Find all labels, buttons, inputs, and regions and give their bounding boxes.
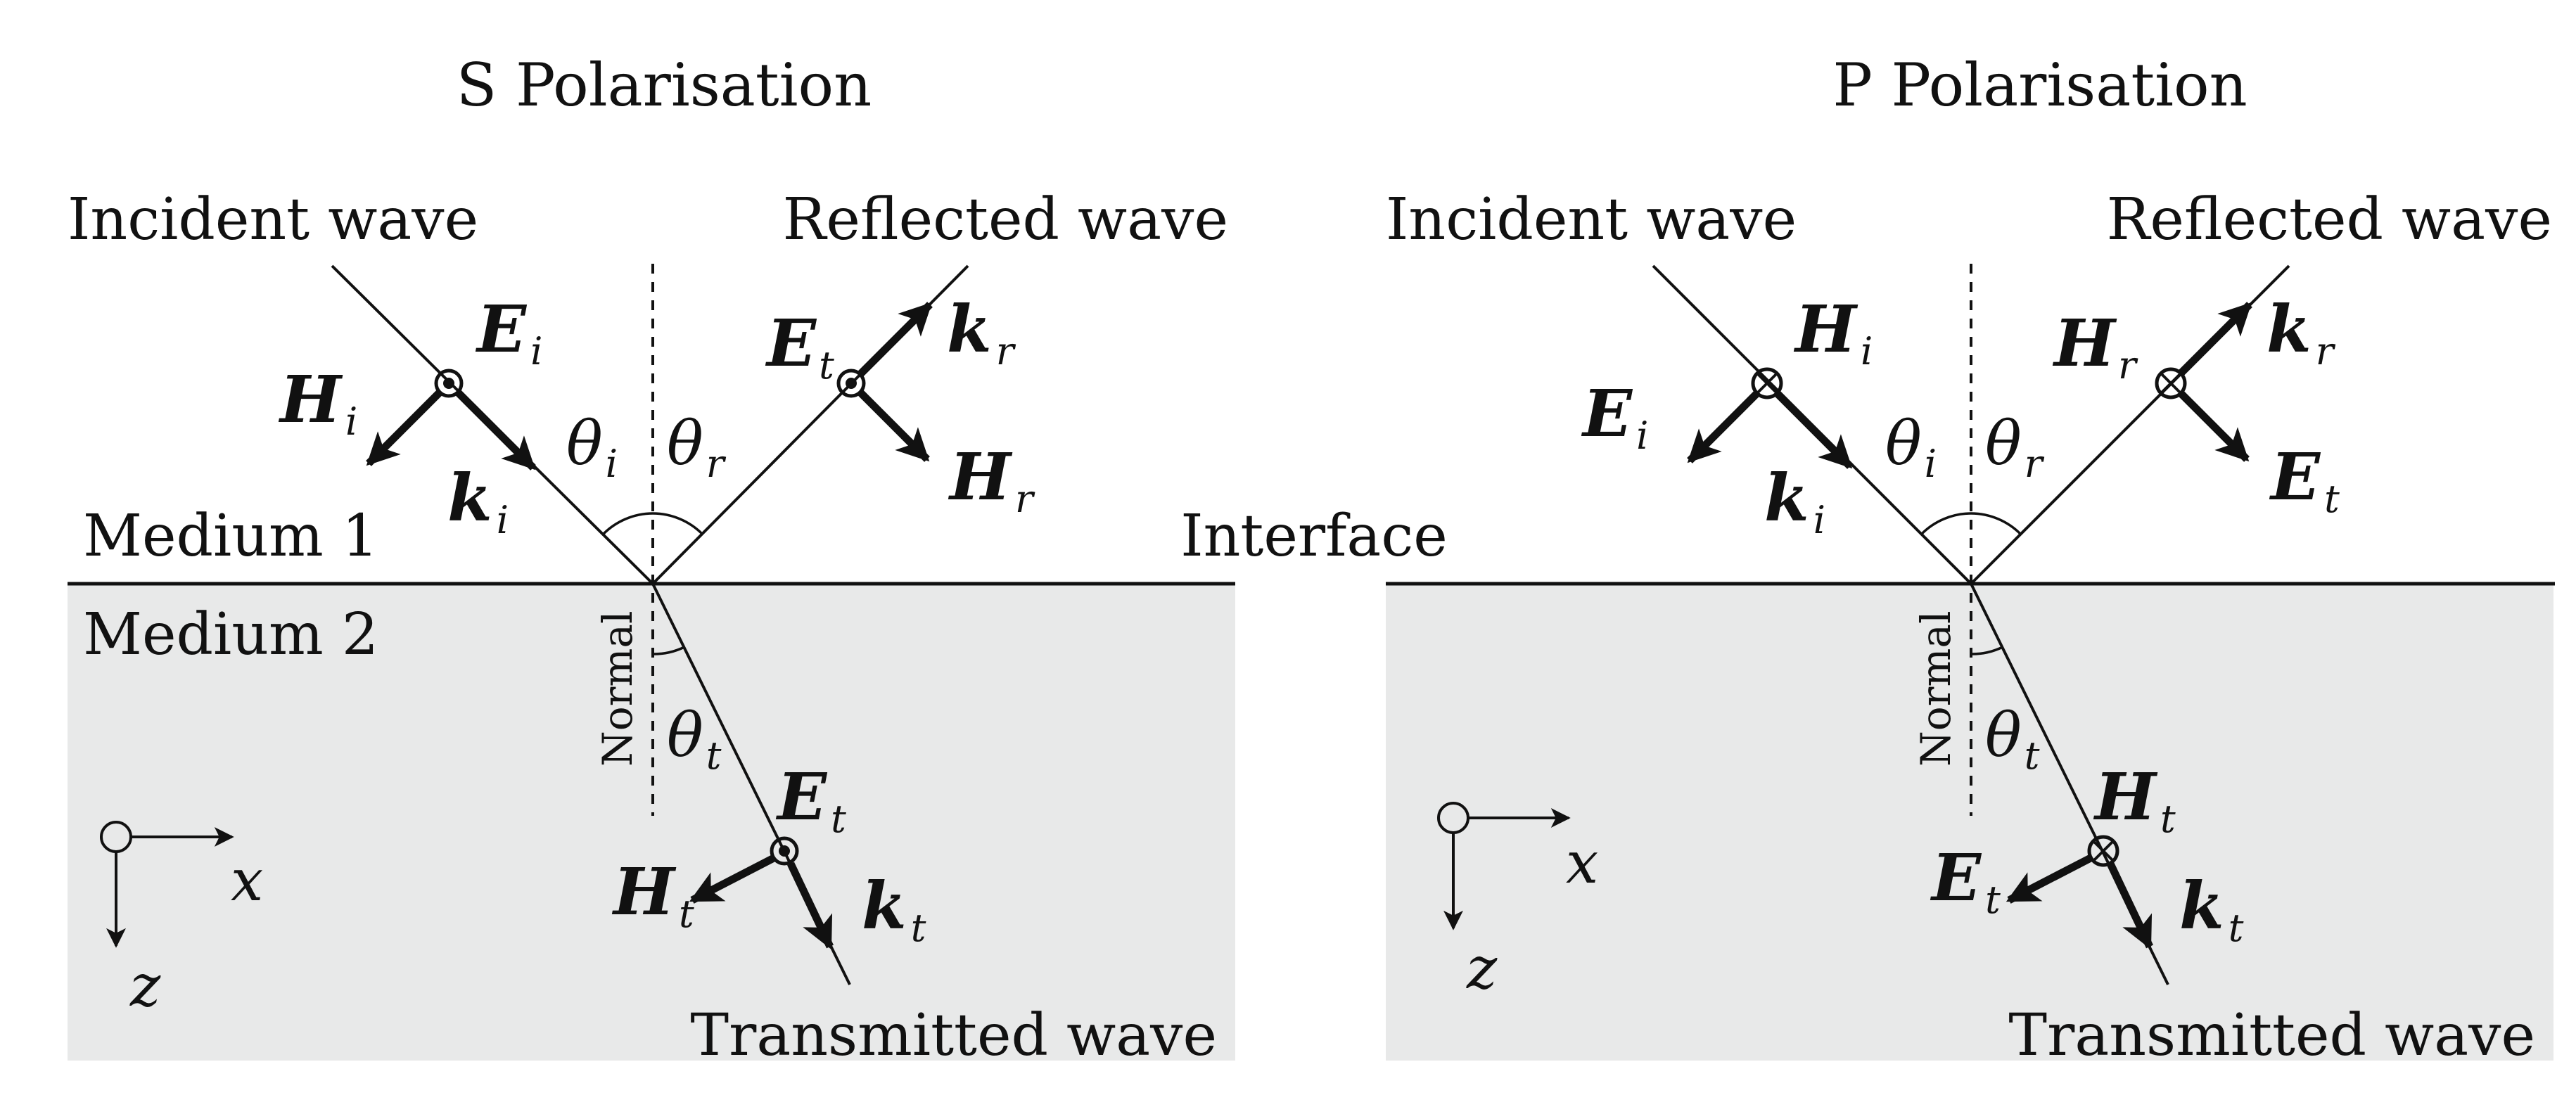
s-incident-dot-symbol xyxy=(434,369,464,398)
p-theta-t-label: θt xyxy=(1985,700,2040,778)
p-transmitted-side-arrow xyxy=(2006,854,2093,904)
s-theta-r-arc xyxy=(652,512,704,536)
s-incident-k-arrow xyxy=(454,389,536,470)
s-reflected-side-arrow xyxy=(857,389,930,462)
p-reflected-label: Reflected wave xyxy=(2107,186,2552,253)
s-transmitted-dot-symbol xyxy=(770,836,799,866)
p-axis-z-label: z xyxy=(1466,935,1498,1002)
s-incident-side-arrow xyxy=(366,389,443,466)
p-reflected-cross-symbol xyxy=(2155,367,2187,399)
s-theta-i-arc xyxy=(601,512,653,536)
p-transmitted-cross-symbol xyxy=(2087,835,2119,867)
interface-label: Interface xyxy=(1180,503,1448,570)
s-theta-r-label: θr xyxy=(667,409,727,486)
s-panel-title: S Polarisation xyxy=(457,51,872,120)
s-axis-z-label: z xyxy=(129,953,161,1020)
p-reflected-k-arrow xyxy=(2178,302,2252,376)
s-theta-i-label: θi xyxy=(566,409,618,486)
s-reflected-label: Reflected wave xyxy=(783,186,1228,253)
s-theta-t-arc xyxy=(652,646,685,655)
s-transmitted-dot-center xyxy=(779,845,790,857)
p-normal-label: Normal xyxy=(1912,610,1960,767)
s-theta-t-label: θt xyxy=(667,700,722,778)
s-axis-x-label: x xyxy=(231,847,263,914)
p-panel-title: P Polarisation xyxy=(1832,51,2247,120)
s-reflected-dot-label: Et xyxy=(765,305,834,388)
s-transmitted-k-arrow xyxy=(787,862,834,950)
p-incident-k-arrow xyxy=(1774,390,1853,469)
s-medium1-label: Medium 1 xyxy=(83,503,378,570)
s-medium2-region xyxy=(68,584,1235,1061)
p-transmitted-label: Transmitted wave xyxy=(2008,1002,2535,1069)
p-incident-side-arrow xyxy=(1687,390,1760,463)
p-transmitted-cross-b xyxy=(2092,840,2115,862)
p-reflected-cross-b xyxy=(2160,372,2182,395)
p-theta-i-arc xyxy=(1920,512,1972,536)
s-reflected-dot-center xyxy=(846,378,857,389)
p-theta-i-label: θi xyxy=(1885,409,1937,486)
p-theta-r-label: θr xyxy=(1985,409,2045,486)
s-transmitted-label: Transmitted wave xyxy=(690,1002,1217,1069)
p-transmitted-k-arrow xyxy=(2107,862,2153,950)
s-incident-dot-center xyxy=(443,378,454,389)
s-transmitted-side-arrow xyxy=(689,854,776,904)
p-theta-r-arc xyxy=(1970,512,2022,536)
s-incident-label: Incident wave xyxy=(68,186,478,253)
p-incident-cross-symbol xyxy=(1751,367,1783,399)
s-panel: S Polarisation Incident wave Reflected w… xyxy=(68,51,1235,1069)
p-reflected-dot-label: Hr xyxy=(2052,305,2138,388)
s-medium2-label: Medium 2 xyxy=(83,601,378,668)
p-theta-t-arc xyxy=(1970,646,2003,655)
p-incident-label: Incident wave xyxy=(1386,186,1797,253)
p-incident-cross-b xyxy=(1756,372,1778,395)
s-reflected-k-arrow xyxy=(857,302,933,378)
p-axis-x-label: x xyxy=(1566,830,1598,897)
s-normal-label: Normal xyxy=(594,610,642,767)
p-reflected-side-arrow xyxy=(2178,390,2250,462)
p-medium2-region xyxy=(1386,584,2553,1061)
s-reflected-dot-symbol xyxy=(836,369,866,398)
p-panel: P Polarisation Incident wave Reflected w… xyxy=(1386,51,2555,1069)
